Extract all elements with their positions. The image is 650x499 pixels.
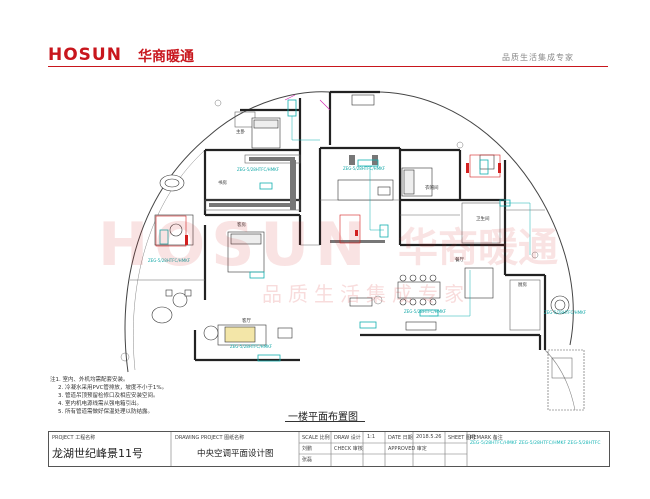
date-value: 2018.5.26 [416,434,442,440]
ac-unit-label: ZEG-5/28HTFC/HMKF [230,344,273,349]
sheet-label: SHEET 图号 [448,435,476,441]
note-line: 5. 所有管道需做好保温处理以防结露。 [58,409,153,415]
room-label-dining: 餐厅 [455,258,464,263]
furniture [151,94,570,346]
ac-unit-label: ZEG-5/28HTFC/HMKF [237,167,280,172]
outer-curve-wall-right [379,91,574,346]
brand-logo-chinese: 华商暖通 [138,49,194,65]
room-label-bathroom: 卫生间 [476,217,490,222]
ac-pipes [291,116,531,317]
drawing-name-label: DRAWING PROJECT 图纸名称 [175,435,245,441]
note-line: 2. 冷凝水采用PVC管排放，坡度不小于1%。 [58,385,168,391]
checked-by-label: CHECK 审核 [334,446,363,452]
drawn-by-label: DRAW 设计 [334,435,361,441]
ac-unit-label: ZEG-5/28HTFC/HMKF [343,166,386,171]
ac-unit-label: ZEG-5/28HTFC/HMKF [544,310,587,315]
drawing-title: 一楼平面布置图 [288,412,358,423]
note-line: 3. 管道吊顶预留检修口及相应安装空间。 [58,393,159,399]
room-label-living-room: 客厅 [242,319,251,324]
room-label-kitchen: 厨房 [518,283,527,288]
remark-label: REMARK 备注 [470,435,503,441]
title-block: PROJECT 工程名称 龙湖世纪峰景11号 DRAWING PROJECT 图… [48,431,610,467]
drawing-title-underline [285,421,365,422]
room-label-guest-room: 客房 [237,223,246,228]
checker-value: 张磊 [302,457,313,463]
ac-unit-label: ZEG-5/28HTFC/HMKF [148,258,191,263]
room-label-study: 书房 [218,181,227,186]
note-line: 4. 室内机电源线需从强电箱引出。 [58,401,142,407]
red-markers [185,163,501,245]
drawing-name: 中央空调平面设计图 [197,449,274,459]
brand-slogan: 品质生活集成专家 [502,53,574,62]
plants [120,99,539,362]
room-label-master-bedroom: 主卧 [236,130,245,135]
room-label-wardrobe: 衣帽间 [425,186,439,191]
scale-value: 1:1 [367,434,376,440]
scale-label: SCALE 比例 [302,435,330,441]
watermark-logo-chinese: 华商暖通 [398,225,558,271]
outer-curve-wall [124,91,331,373]
header-divider [48,66,608,67]
date-label: DATE 日期 [388,435,413,441]
design-notes: 注1. 室内、外机均需配套安装。 2. 冷凝水采用PVC管排放，坡度不小于1%。… [50,376,167,416]
approved-label: APPROVED 审定 [388,446,427,452]
project-name: 龙湖世纪峰景11号 [52,447,143,460]
watermark-logo-text: HOSUN [98,210,372,280]
beds [227,117,433,273]
title-block-grid [170,432,468,466]
note-line: 注1. 室内、外机均需配套安装。 [50,377,129,383]
ac-unit-label: ZEG-5/28HTFC/HMKF [404,309,447,314]
designer-value: 刘鹏 [302,446,313,452]
remark-value: ZEG-5/28HTFC/HMKF ZEG-5/28HTFC/HMKF ZEG-… [470,441,601,446]
project-label: PROJECT 工程名称 [52,435,96,441]
watermark-slogan: 品质生活集成专家 [262,282,470,306]
brand-logo-text: HOSUN [48,45,122,65]
